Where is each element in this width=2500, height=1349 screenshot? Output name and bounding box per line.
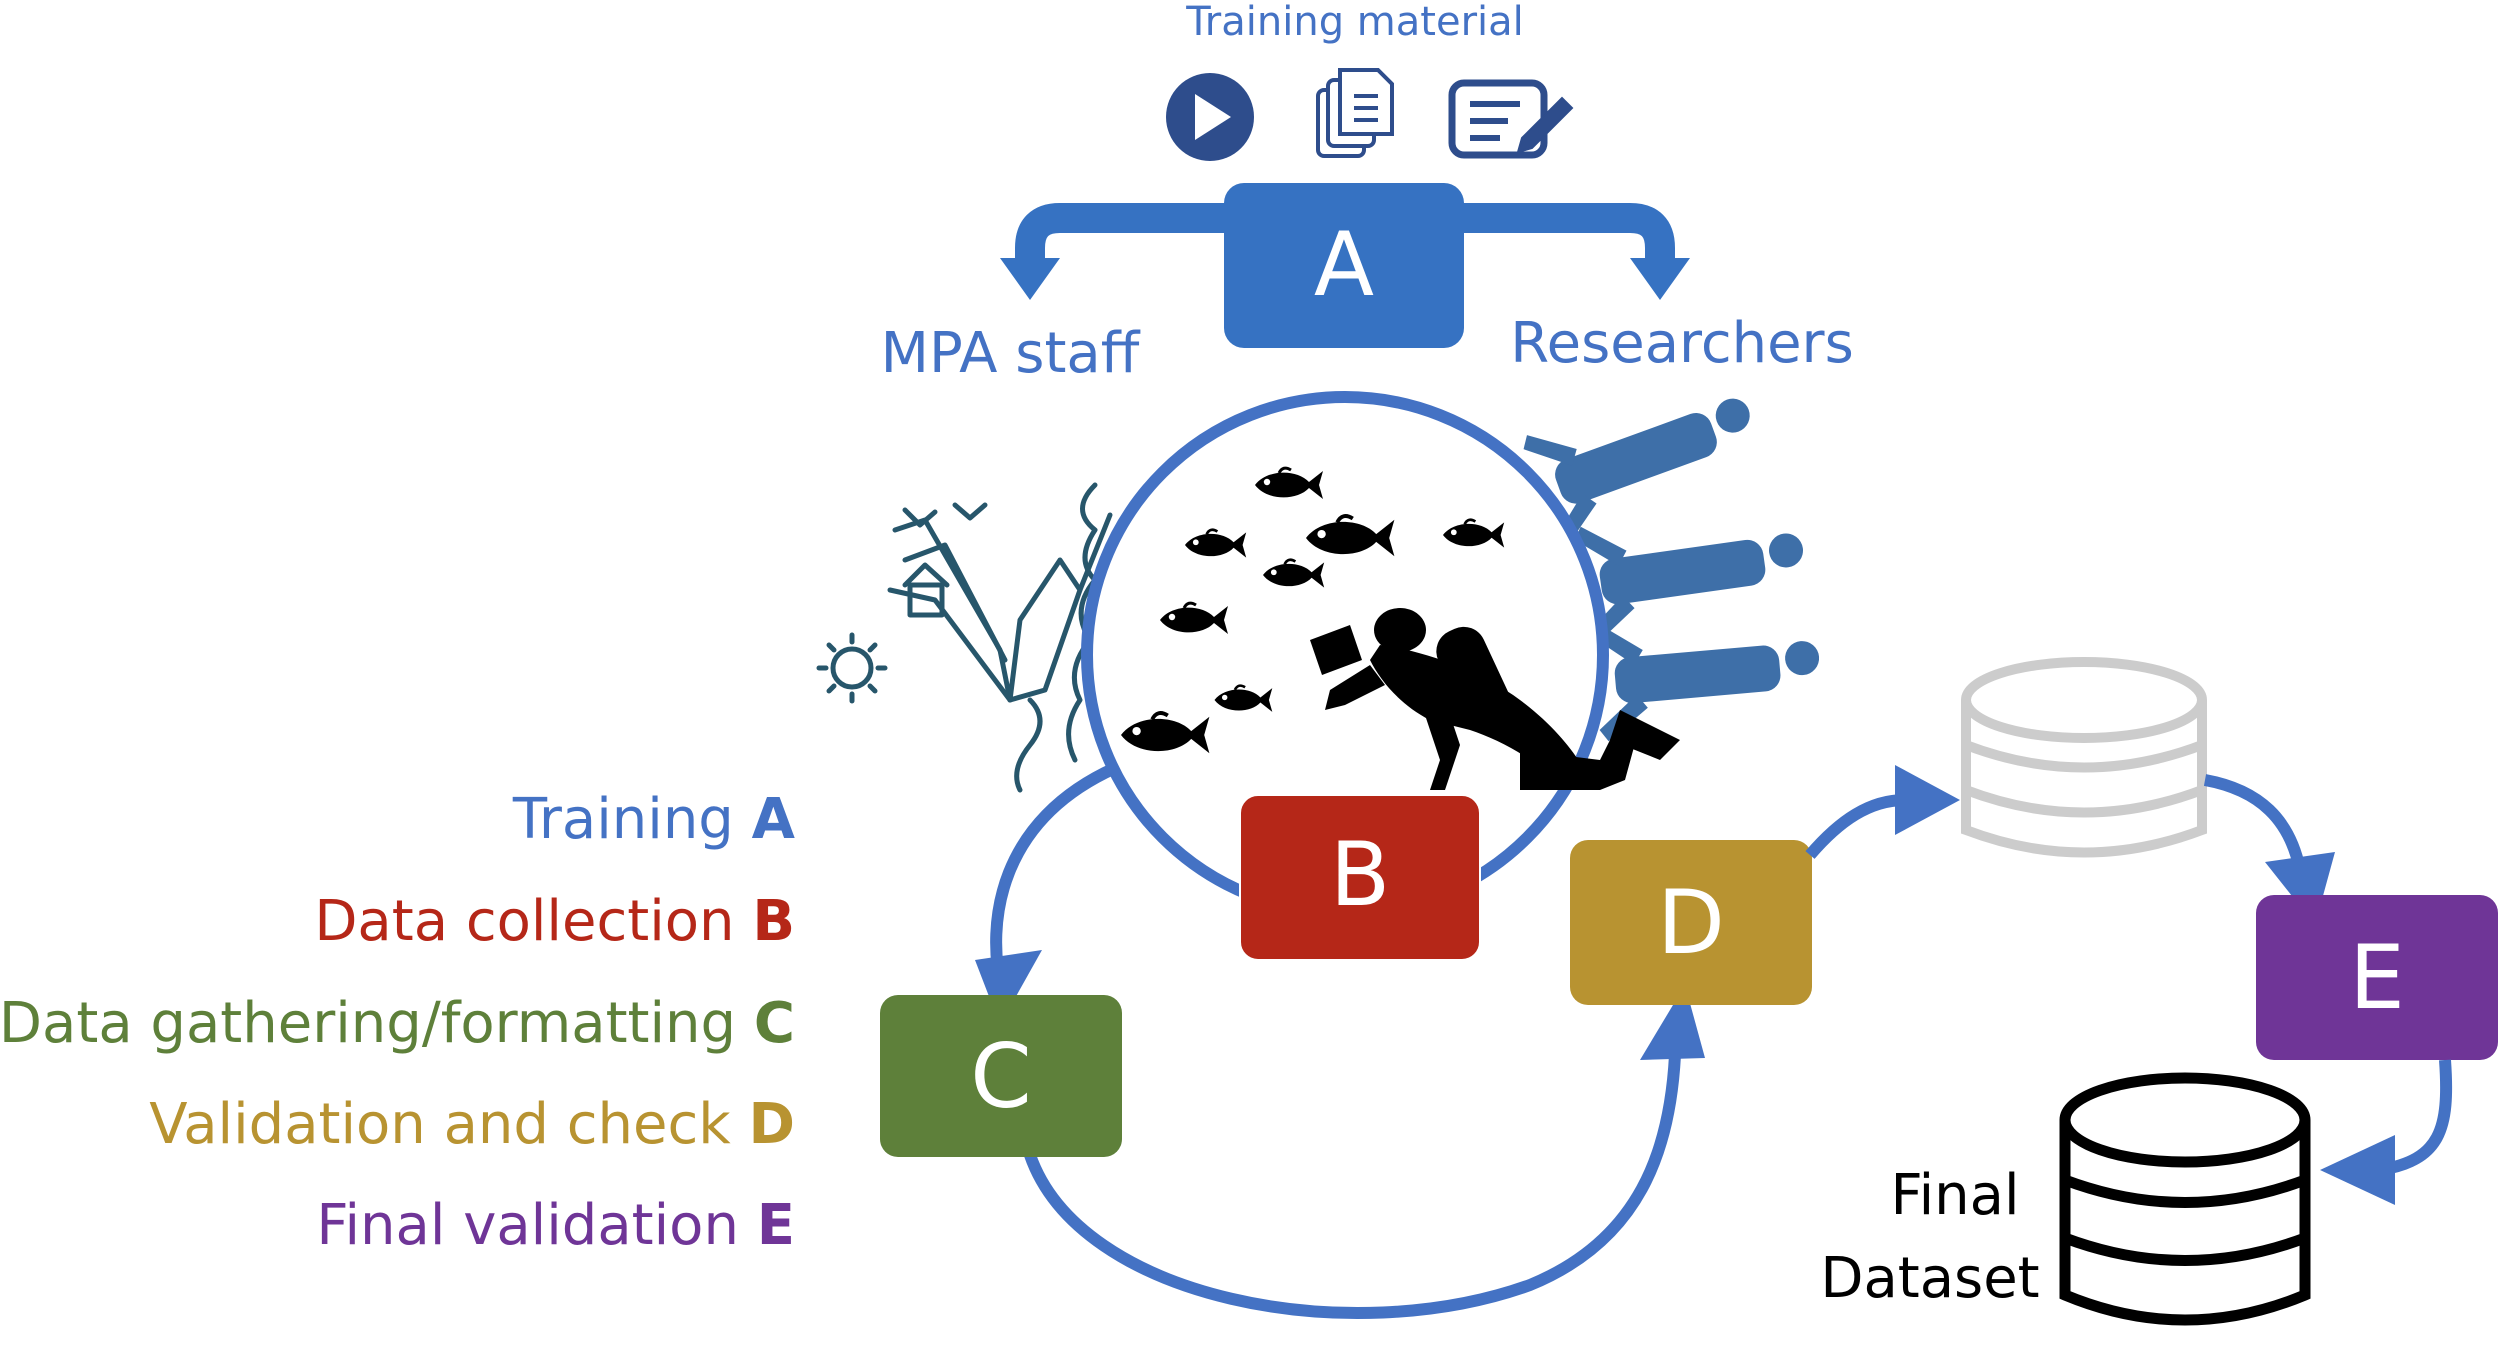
arrow-db-to-e	[2203, 774, 2306, 872]
final-database-icon	[2059, 1072, 2311, 1326]
mpa-staff-label: MPA staff	[881, 321, 1141, 386]
node-d: D	[1570, 840, 1812, 1005]
node-b-label: B	[1330, 823, 1390, 926]
legend-item-a: Training A	[512, 787, 796, 852]
training-material-label: Training material	[1185, 0, 1524, 45]
form-edit-icon	[1448, 79, 1574, 159]
person-icon	[1572, 496, 1813, 645]
arrow-d-to-db-head	[1895, 765, 1960, 835]
node-e-label: E	[2349, 926, 2405, 1029]
branch-arrow-left	[1000, 203, 1230, 300]
final-dataset-line2: Dataset	[1820, 1246, 2039, 1311]
documents-icon	[1316, 68, 1394, 158]
node-c: C	[880, 995, 1122, 1157]
node-c-label: C	[970, 1025, 1031, 1128]
arrow-d-to-db	[1805, 794, 1906, 859]
node-b: B	[1239, 794, 1481, 961]
legend-item-c: Data gathering/formatting C	[0, 991, 795, 1056]
node-a: A	[1224, 183, 1464, 348]
arrow-e-to-final	[2378, 1059, 2453, 1176]
play-icon	[1166, 73, 1254, 161]
database-icon	[1961, 657, 2207, 858]
legend-item-e: Final validation E	[316, 1193, 795, 1258]
diver-icon	[1310, 608, 1680, 790]
legend-item-d: Validation and check D	[149, 1092, 795, 1157]
legend-item-b: Data collection B	[314, 889, 795, 954]
legend: Training A Data collection B Data gather…	[0, 787, 796, 1258]
arrow-e-to-final-head	[2320, 1135, 2395, 1205]
final-dataset-line1: Final	[1890, 1163, 2019, 1228]
node-d-label: D	[1657, 871, 1725, 974]
lighthouse-icon	[887, 482, 1113, 793]
researchers-label: Researchers	[1510, 311, 1854, 376]
branch-arrow-right	[1460, 203, 1690, 300]
node-e: E	[2256, 895, 2498, 1060]
sun-icon	[816, 632, 888, 704]
node-a-label: A	[1314, 213, 1374, 316]
arrow-to-c	[975, 950, 1042, 1025]
